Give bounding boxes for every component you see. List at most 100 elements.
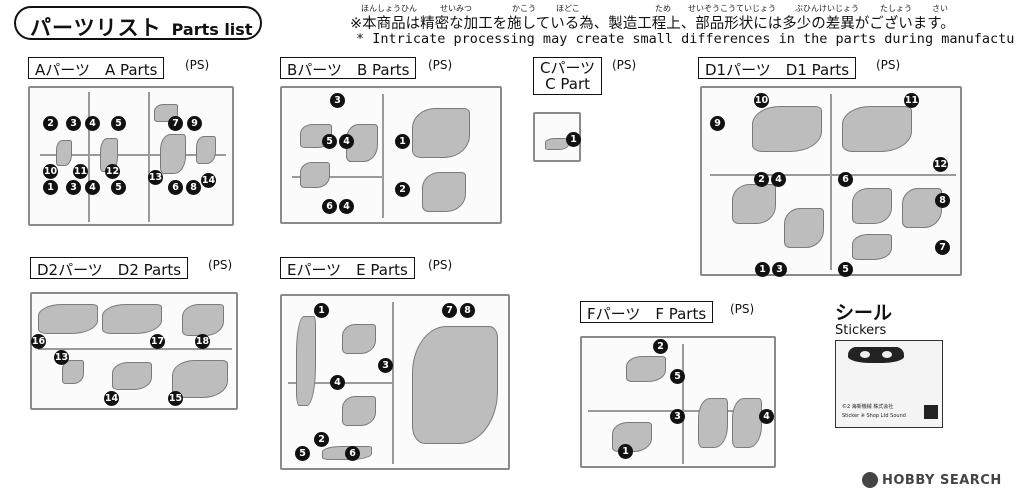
sticker-sheet-text: ©2 海新機械 株式会社: [842, 404, 894, 410]
part-number: 5: [295, 446, 310, 461]
part-number: 4: [85, 116, 100, 131]
part-number: 4: [85, 180, 100, 195]
label-c-part: Cパーツ C Part: [533, 57, 603, 95]
part-number: 13: [54, 350, 69, 365]
parts-list-title: パーツリスト Parts list: [14, 6, 262, 40]
part-number: 13: [148, 170, 163, 185]
part-number: 5: [670, 369, 685, 384]
part-number: 3: [330, 93, 345, 108]
label-e-parts: Eパーツ E Parts: [280, 257, 415, 279]
part-number: 9: [710, 116, 725, 131]
part-number: 1: [755, 262, 770, 277]
ruby-text: ほんしょうひん: [361, 4, 417, 13]
part-number: 14: [104, 391, 119, 406]
part-number: 1: [43, 180, 58, 195]
sticker-sheet: ©2 海新機械 株式会社 Sticker ※ Shop Ltd Sound: [835, 340, 943, 428]
part-number: 8: [460, 303, 475, 318]
part-number: 5: [111, 180, 126, 195]
sprue-d1: [700, 86, 962, 276]
part-number: 3: [670, 409, 685, 424]
material-e: (PS): [428, 258, 453, 272]
part-number: 2: [395, 182, 410, 197]
part-number: 7: [935, 240, 950, 255]
part-number: 16: [31, 334, 46, 349]
part-number: 2: [754, 172, 769, 187]
hobby-search-logo-icon: [862, 472, 878, 488]
material-b: (PS): [428, 58, 453, 72]
label-f-parts: Fパーツ F Parts: [580, 301, 714, 323]
label-a-parts: Aパーツ A Parts: [28, 57, 165, 79]
watermark-text: HOBBY SEARCH: [882, 472, 1002, 488]
part-number: 10: [43, 164, 58, 179]
part-number: 5: [838, 262, 853, 277]
ruby-text: ほどこ: [556, 4, 580, 13]
part-number: 4: [330, 375, 345, 390]
stickers-title-jp: シール: [835, 302, 893, 324]
eye-sticker: [848, 347, 904, 363]
sprue-d2: [30, 292, 238, 410]
part-number: 4: [339, 134, 354, 149]
stickers-title-en: Stickers: [835, 323, 887, 338]
part-number: 3: [378, 358, 393, 373]
part-number: 1: [566, 132, 581, 147]
material-f: (PS): [730, 302, 755, 316]
label-b-parts: Bパーツ B Parts: [280, 57, 417, 79]
part-number: 15: [168, 391, 183, 406]
part-number: 6: [838, 172, 853, 187]
part-number: 4: [771, 172, 786, 187]
material-d1: (PS): [876, 58, 901, 72]
part-number: 8: [186, 180, 201, 195]
label-c-jp: Cパーツ: [540, 59, 596, 77]
label-d1-parts: D1パーツ D1 Parts: [698, 57, 857, 79]
part-number: 1: [618, 444, 633, 459]
bandai-logo-icon: [924, 405, 938, 419]
part-number: 4: [339, 199, 354, 214]
part-number: 17: [150, 334, 165, 349]
part-number: 1: [314, 303, 329, 318]
part-number: 8: [935, 193, 950, 208]
ruby-text: かこう: [512, 4, 536, 13]
part-number: 9: [187, 116, 202, 131]
part-number: 3: [66, 180, 81, 195]
part-number: 4: [759, 409, 774, 424]
part-number: 12: [105, 164, 120, 179]
title-en: Parts list: [171, 20, 253, 39]
ruby-text: せいぞうこうていじょう: [688, 4, 776, 13]
sticker-sheet-text: Sticker ※ Shop Ltd Sound: [842, 413, 906, 419]
ruby-text: せいみつ: [440, 4, 472, 13]
part-number: 18: [195, 334, 210, 349]
note-en: * Intricate processing may create small …: [356, 31, 1015, 47]
material-d2: (PS): [208, 258, 233, 272]
sprue-e: [280, 294, 510, 470]
material-a: (PS): [185, 58, 210, 72]
title-jp: パーツリスト: [30, 16, 162, 40]
part-number: 12: [933, 157, 948, 172]
sprue-b: [280, 86, 502, 224]
ruby-text: さい: [932, 4, 948, 13]
label-c-en: C Part: [545, 75, 591, 93]
part-number: 2: [314, 432, 329, 447]
part-number: 1: [395, 134, 410, 149]
part-number: 3: [66, 116, 81, 131]
sprue-a: [28, 86, 234, 226]
part-number: 10: [754, 93, 769, 108]
part-number: 11: [904, 93, 919, 108]
part-number: 7: [168, 116, 183, 131]
part-number: 2: [43, 116, 58, 131]
stickers-heading: シール Stickers: [835, 298, 892, 338]
label-d2-parts: D2パーツ D2 Parts: [30, 257, 189, 279]
part-number: 6: [168, 180, 183, 195]
part-number: 5: [111, 116, 126, 131]
sprue-f: [580, 336, 776, 468]
part-number: 3: [772, 262, 787, 277]
material-c: (PS): [612, 58, 637, 72]
part-number: 11: [73, 164, 88, 179]
part-number: 6: [322, 199, 337, 214]
part-number: 2: [653, 339, 668, 354]
watermark: HOBBY SEARCH: [862, 472, 1002, 488]
part-number: 5: [322, 134, 337, 149]
ruby-text: ため: [655, 4, 671, 13]
part-number: 14: [201, 173, 216, 188]
part-number: 6: [345, 446, 360, 461]
note-jp: ※本商品は精密な加工を施している為、製造工程上、部品形状には多少の差異がございま…: [350, 16, 955, 32]
